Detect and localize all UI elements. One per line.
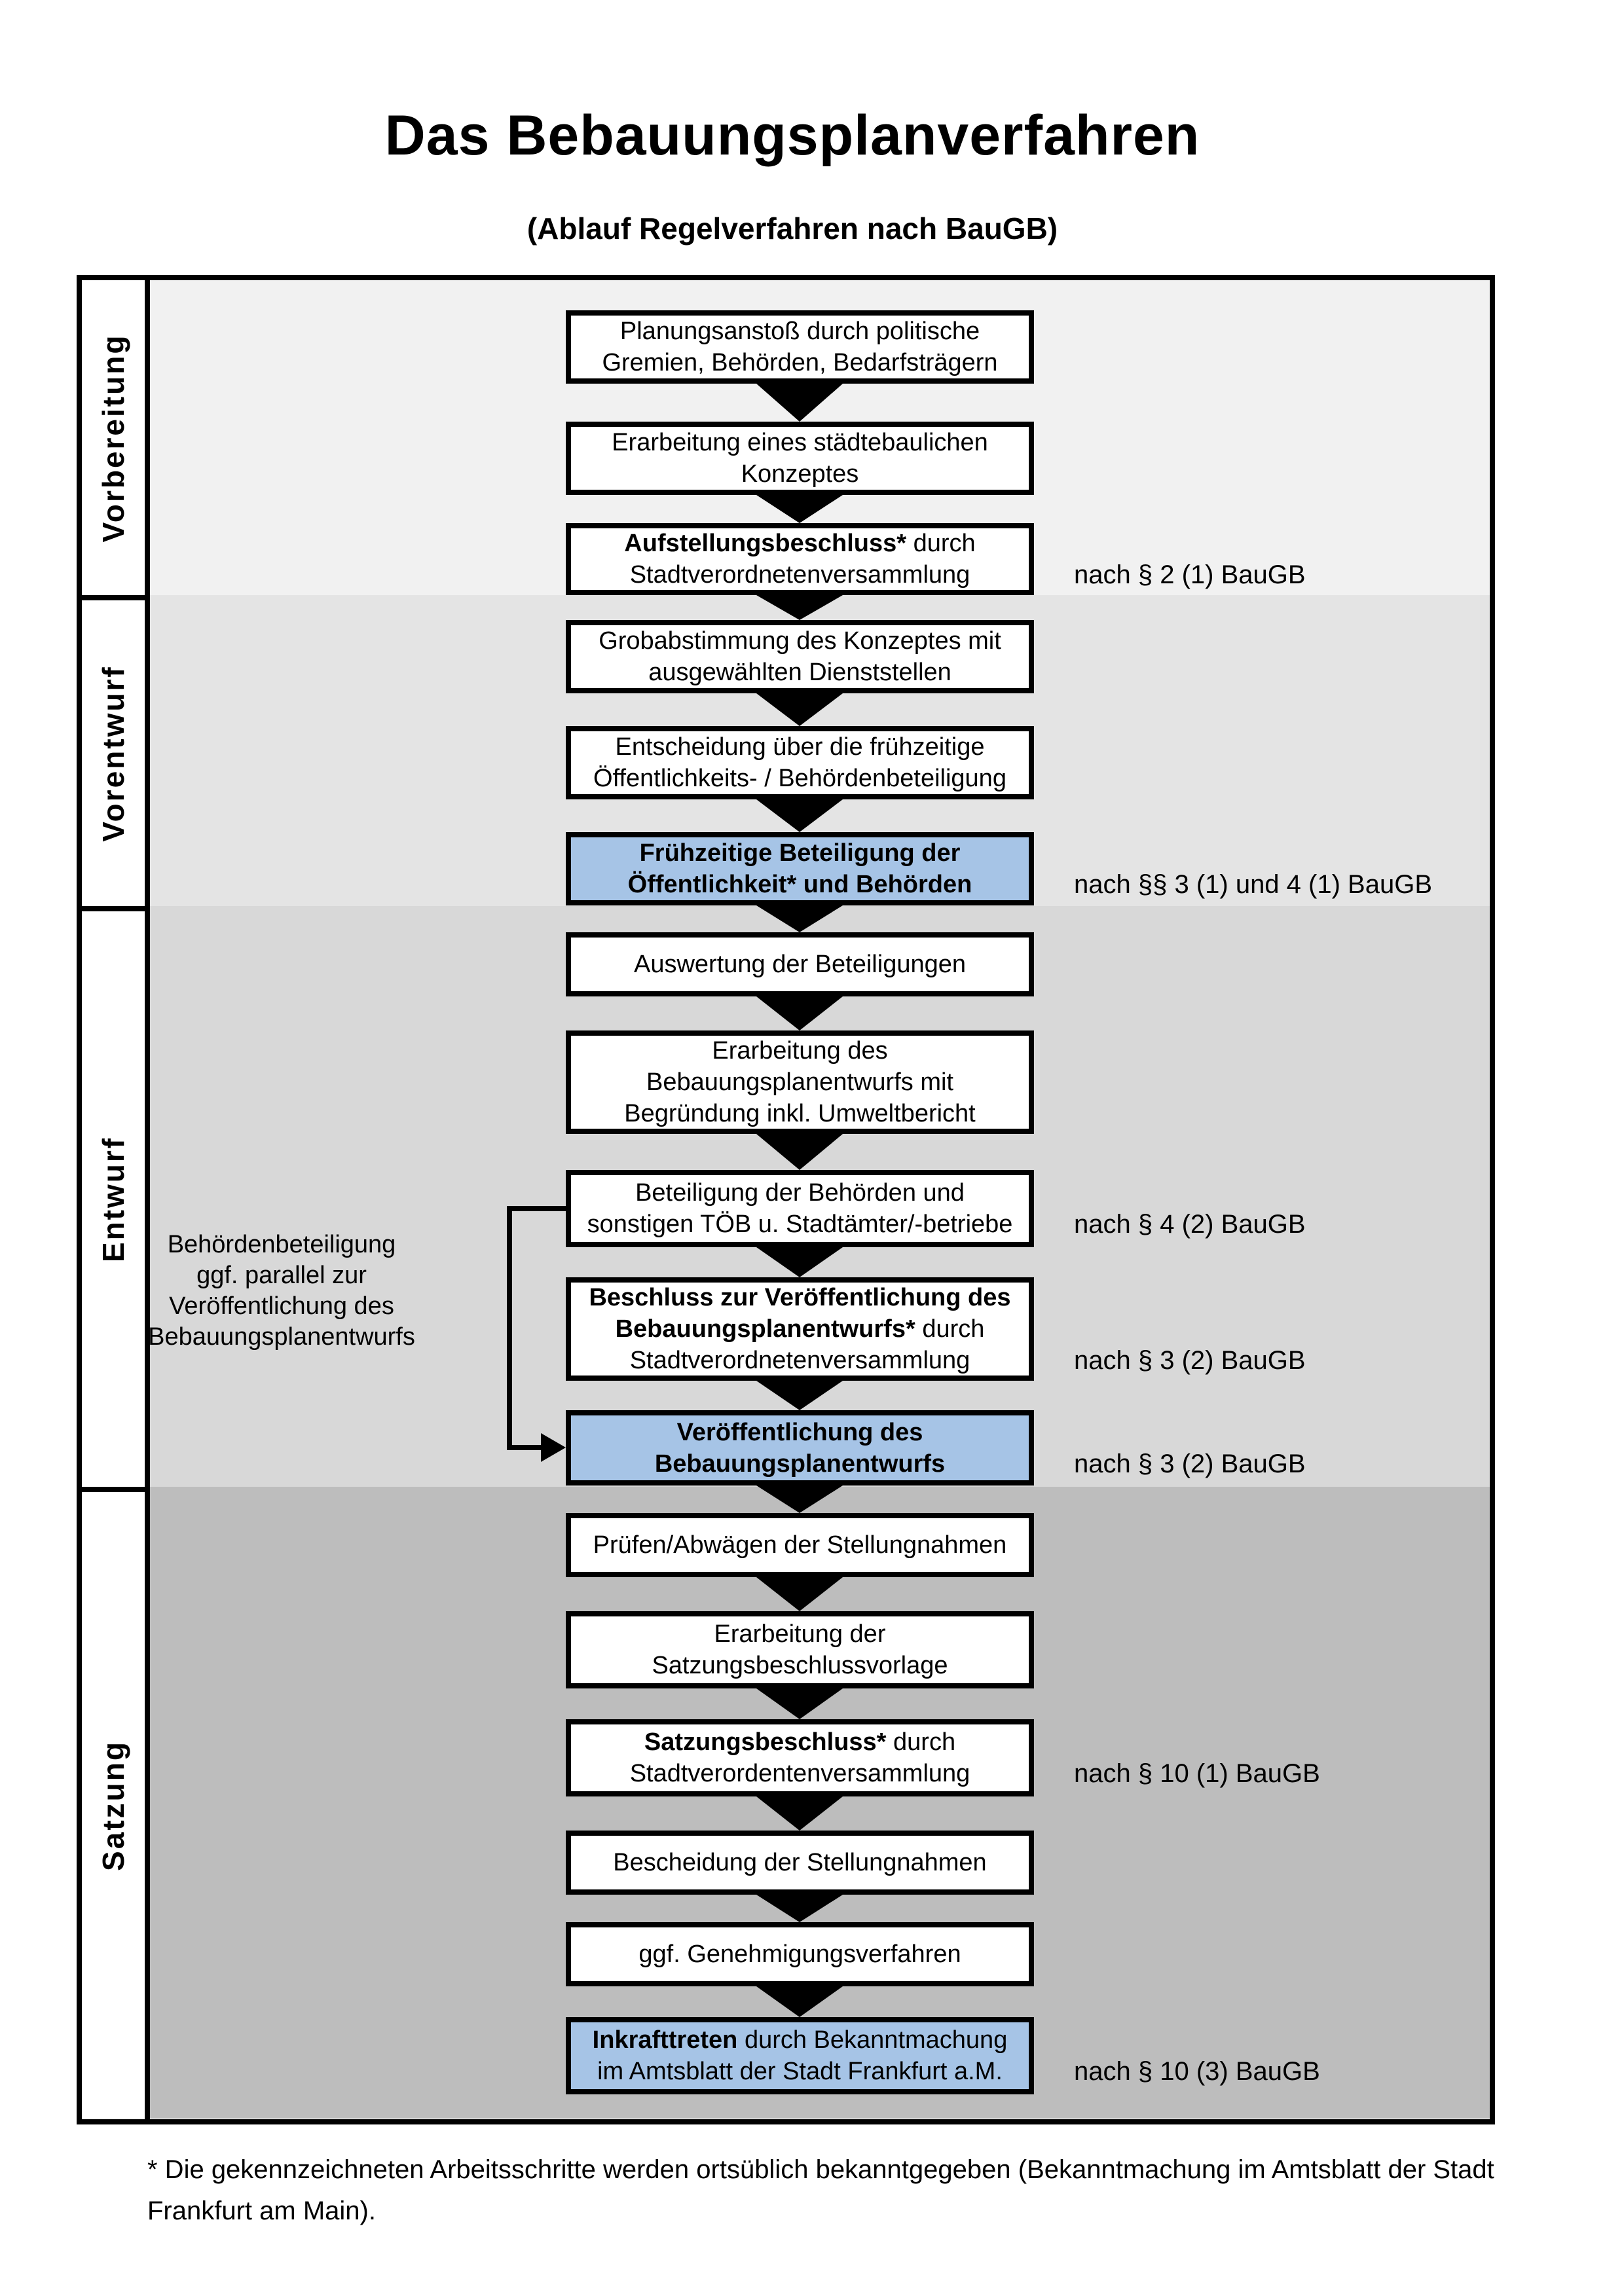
arrow-down-icon — [756, 996, 843, 1030]
step-text-line: Erarbeitung der — [714, 1620, 886, 1648]
arrow-down-icon — [756, 1796, 843, 1831]
step-text-line: Grobabstimmung des Konzeptes mit — [599, 627, 1001, 655]
elbow-connector-vertical — [507, 1206, 512, 1450]
step-text-line: Öffentlichkeits- / Behördenbeteiligung — [593, 765, 1006, 792]
step-text-line: Begründung inkl. Umweltbericht — [624, 1100, 976, 1127]
legal-ref-aufstellungsbeschluss: nach § 2 (1) BauGB — [1074, 560, 1306, 589]
arrow-down-icon — [756, 693, 843, 726]
step-text-line: Aufstellungsbeschluss* durch — [624, 530, 976, 557]
elbow-connector-top-tick — [507, 1206, 566, 1211]
elbow-connector-bottom-segment — [507, 1445, 544, 1450]
footnote-line: * Die gekennzeichneten Arbeitsschritte w… — [147, 2155, 1494, 2184]
step-text-line: Entscheidung über die frühzeitige — [615, 733, 985, 761]
legal-ref-satzungsbeschluss: nach § 10 (1) BauGB — [1074, 1759, 1320, 1788]
phase-label-vorbereitung: Vorbereitung — [96, 333, 130, 542]
step-text-line: Inkrafttreten durch Bekanntmachung — [592, 2026, 1008, 2054]
legal-ref-fruehzeitige-beteiligung: nach §§ 3 (1) und 4 (1) BauGB — [1074, 870, 1432, 899]
phase-cell-vorbereitung: Vorbereitung — [82, 280, 145, 595]
arrow-down-icon — [756, 495, 843, 523]
step-grobabstimmung: Grobabstimmung des Konzeptes mit ausgewäh… — [566, 620, 1034, 693]
step-text-line: Gremien, Behörden, Bedarfsträgern — [602, 349, 998, 376]
legal-ref-inkrafttreten: nach § 10 (3) BauGB — [1074, 2057, 1320, 2086]
side-note-line: Behördenbeteiligung — [167, 1231, 396, 1258]
side-note-line: ggf. parallel zur — [196, 1262, 367, 1289]
legal-ref-beteiligung-behoerden-toeb: nach § 4 (2) BauGB — [1074, 1210, 1306, 1239]
step-text-line: Konzeptes — [741, 460, 859, 488]
phase-cell-satzung: Satzung — [82, 1487, 145, 2119]
step-text-line: Beteiligung der Behörden und — [635, 1179, 965, 1207]
phase-cell-entwurf: Entwurf — [82, 906, 145, 1487]
label-column-divider — [145, 280, 150, 2119]
step-beteiligung-behoerden-toeb: Beteiligung der Behörden und sonstigen TÖ… — [566, 1170, 1034, 1247]
step-text-line: ausgewählten Dienststellen — [648, 659, 951, 686]
step-text-line: Stadtverordnetenversammlung — [629, 561, 970, 589]
step-text-line: Satzungsbeschlussvorlage — [652, 1652, 948, 1679]
step-auswertung-beteiligungen: Auswertung der Beteiligungen — [566, 932, 1034, 996]
footnote: * Die gekennzeichneten Arbeitsschritte w… — [147, 2149, 1494, 2232]
elbow-arrow-right-icon — [541, 1433, 566, 1462]
arrow-down-icon — [756, 1134, 843, 1170]
legal-ref-veroeffentlichung-bebauungsplanentwurf: nach § 3 (2) BauGB — [1074, 1449, 1306, 1478]
step-text-line: Stadtverordnetenversammlung — [629, 1347, 970, 1374]
side-note-line: Veröffentlichung des — [169, 1292, 394, 1320]
step-text-line: Beschluss zur Veröffentlichung des — [589, 1284, 1011, 1311]
arrow-down-icon — [756, 1247, 843, 1277]
legal-ref-beschluss-veroeffentlichung: nach § 3 (2) BauGB — [1074, 1346, 1306, 1375]
step-bescheidung-stellungnahmen: Bescheidung der Stellungnahmen — [566, 1831, 1034, 1895]
phase-label-satzung: Satzung — [96, 1740, 130, 1871]
phase-label-vorentwurf: Vorentwurf — [96, 665, 130, 842]
footnote-line: Frankfurt am Main). — [147, 2196, 376, 2225]
step-text-line: Prüfen/Abwägen der Stellungnahmen — [593, 1531, 1007, 1559]
arrow-down-icon — [756, 384, 843, 422]
page-subtitle: (Ablauf Regelverfahren nach BauGB) — [526, 211, 1058, 246]
step-inkrafttreten: Inkrafttreten durch Bekanntmachung im Amt… — [566, 2017, 1034, 2094]
step-text-line: Erarbeitung des — [712, 1037, 888, 1065]
step-text-line: Veröffentlichung des — [676, 1418, 923, 1446]
arrow-down-icon — [756, 799, 843, 832]
arrow-down-icon — [756, 1895, 843, 1922]
step-text-line: Satzungsbeschluss* durch — [644, 1728, 956, 1756]
phase-cell-vorentwurf: Vorentwurf — [82, 595, 145, 906]
step-text-line: Bebauungsplanentwurfs* durch — [615, 1315, 985, 1343]
step-text-line: Auswertung der Beteiligungen — [633, 951, 966, 978]
step-text-line: Stadtverordentenversammlung — [629, 1760, 970, 1787]
step-genehmigungsverfahren: ggf. Genehmigungsverfahren — [566, 1922, 1034, 1986]
step-text-line: Bebauungsplanentwurfs mit — [646, 1068, 953, 1096]
step-text-line: Bescheidung der Stellungnahmen — [613, 1849, 987, 1876]
step-pruefen-abwaegen-stellungnahmen: Prüfen/Abwägen der Stellungnahmen — [566, 1513, 1034, 1577]
arrow-down-icon — [756, 1577, 843, 1611]
arrow-down-icon — [756, 905, 843, 932]
step-text-line: Bebauungsplanentwurfs — [654, 1449, 946, 1478]
step-text-line: Planungsanstoß durch politische — [619, 318, 980, 345]
step-text-line: Öffentlichkeit* und Behörden — [627, 871, 972, 898]
step-text-line: im Amtsblatt der Stadt Frankfurt a.M. — [597, 2058, 1003, 2085]
arrow-down-icon — [756, 1381, 843, 1410]
step-text-line: sonstigen TÖB u. Stadtämter/-betriebe — [587, 1211, 1013, 1238]
arrow-down-icon — [756, 595, 843, 620]
arrow-down-icon — [756, 1688, 843, 1719]
page-title: Das Bebauungsplanverfahren — [384, 104, 1200, 167]
side-note-line: Bebauungsplanentwurfs — [148, 1323, 415, 1351]
arrow-down-icon — [756, 1986, 843, 2017]
arrow-down-icon — [756, 1485, 843, 1513]
step-text-line: Erarbeitung eines städtebaulichen — [612, 429, 988, 456]
step-text-line: ggf. Genehmigungsverfahren — [638, 1941, 961, 1968]
step-text-line: Frühzeitige Beteiligung der — [639, 839, 961, 867]
